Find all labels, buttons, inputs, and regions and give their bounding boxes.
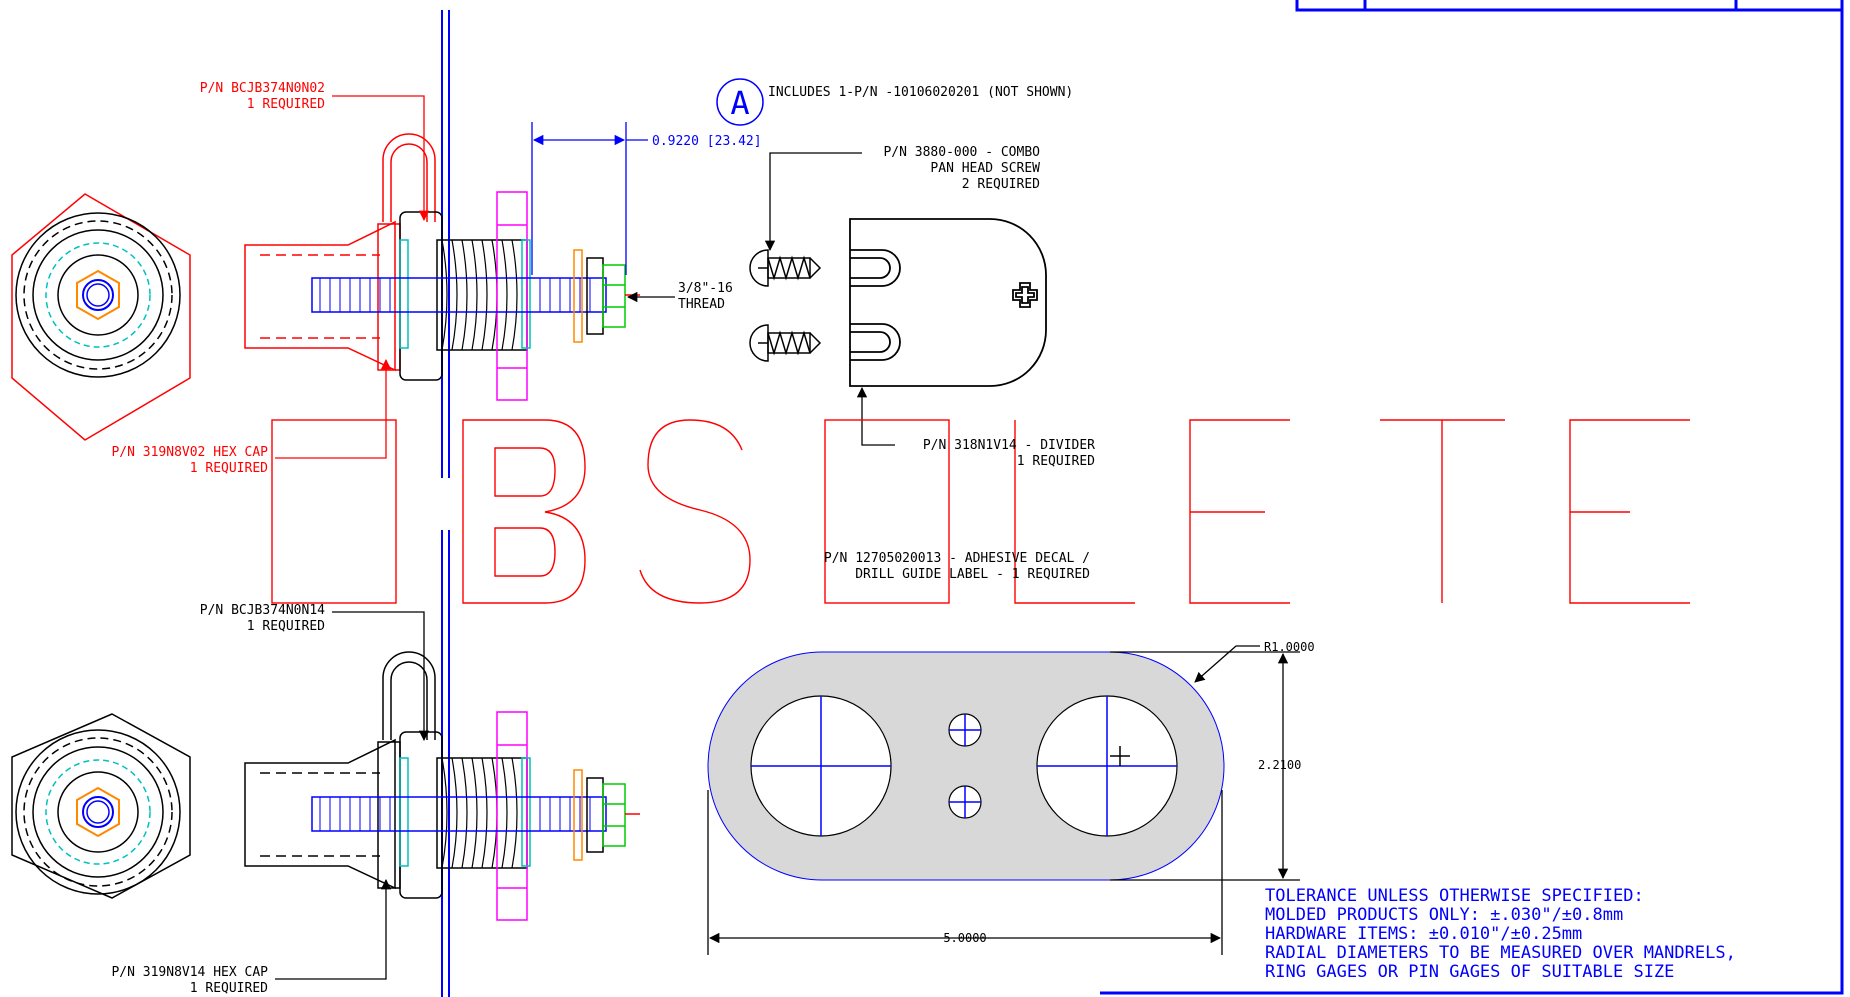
watermark-letter-t <box>1380 419 1505 603</box>
bottom-side-view <box>244 651 640 921</box>
tolerance-line1: TOLERANCE UNLESS OTHERWISE SPECIFIED: <box>1265 886 1644 906</box>
divider-callout-line2: 1 REQUIRED <box>1017 454 1095 469</box>
bottom-handle-callout-line1: P/N BCJB374N0N14 <box>200 603 325 618</box>
width-dimension: 5.0000 <box>943 931 986 945</box>
screw-callout-line1: P/N 3880-000 - COMBO <box>883 145 1040 160</box>
top-handle-callout-line1: P/N BCJB374N0N02 <box>200 81 325 96</box>
pan-head-screw-1 <box>749 249 822 287</box>
radius-dimension: R1.0000 <box>1264 640 1315 654</box>
decal-callout-line1: P/N 12705020013 - ADHESIVE DECAL / <box>824 551 1090 566</box>
top-hex-cap-callout-line1: P/N 319N8V02 HEX CAP <box>111 445 268 460</box>
note-a-text: INCLUDES 1-P/N -10106020201 (NOT SHOWN) <box>768 85 1073 100</box>
watermark-letter-o <box>271 419 397 604</box>
thread-callout-line2: THREAD <box>678 297 725 312</box>
mounting-panel <box>441 10 450 997</box>
adhesive-decal <box>707 651 1225 881</box>
leader-lines <box>275 95 895 980</box>
thread-callout-line1: 3/8"-16 <box>678 281 733 296</box>
watermark-letter-e2 <box>1569 419 1690 604</box>
top-handle-callout-line2: 1 REQUIRED <box>247 97 325 112</box>
note-a: A INCLUDES 1-P/N -10106020201 (NOT SHOWN… <box>716 78 1073 126</box>
top-side-view <box>244 133 640 401</box>
height-dimension: 2.2100 <box>1258 758 1301 772</box>
watermark-letter-l <box>1014 420 1135 604</box>
watermark-letter-o2 <box>824 419 950 604</box>
dimension-lines <box>531 122 1300 955</box>
top-end-view <box>11 193 191 441</box>
decal-callout-line2: DRILL GUIDE LABEL - 1 REQUIRED <box>855 567 1090 582</box>
screw-callout-line3: 2 REQUIRED <box>962 177 1040 192</box>
watermark-letter-b <box>462 419 586 604</box>
note-a-symbol <box>716 78 764 126</box>
bottom-handle-callout-line2: 1 REQUIRED <box>247 619 325 634</box>
pan-head-screw-2 <box>749 324 822 362</box>
divider-callout-line1: P/N 318N1V14 - DIVIDER <box>923 438 1095 453</box>
stud-length-dimension: 0.9220 [23.42] <box>652 134 762 149</box>
screw-callout-line2: PAN HEAD SCREW <box>930 161 1040 176</box>
tolerance-line4: RADIAL DIAMETERS TO BE MEASURED OVER MAN… <box>1265 943 1736 963</box>
note-a-letter: A <box>730 84 749 122</box>
tolerance-line2: MOLDED PRODUCTS ONLY: ±.030"/±0.8mm <box>1265 905 1623 925</box>
tolerance-line3: HARDWARE ITEMS: ±0.010"/±0.25mm <box>1265 924 1582 944</box>
tolerance-note: TOLERANCE UNLESS OTHERWISE SPECIFIED: MO… <box>1265 886 1736 982</box>
tolerance-line5: RING GAGES OR PIN GAGES OF SUITABLE SIZE <box>1265 962 1674 982</box>
watermark-letter-e <box>1189 419 1290 604</box>
watermark-letter-s <box>639 419 751 604</box>
obsolete-watermark <box>271 419 1690 604</box>
drawing-frame <box>1100 0 1844 995</box>
bottom-hex-cap-callout-line1: P/N 319N8V14 HEX CAP <box>111 965 268 980</box>
bottom-end-view <box>11 713 191 899</box>
bottom-hex-cap-callout-line2: 1 REQUIRED <box>190 981 268 996</box>
divider-part <box>849 218 1047 387</box>
top-hex-cap-callout-line2: 1 REQUIRED <box>190 461 268 476</box>
